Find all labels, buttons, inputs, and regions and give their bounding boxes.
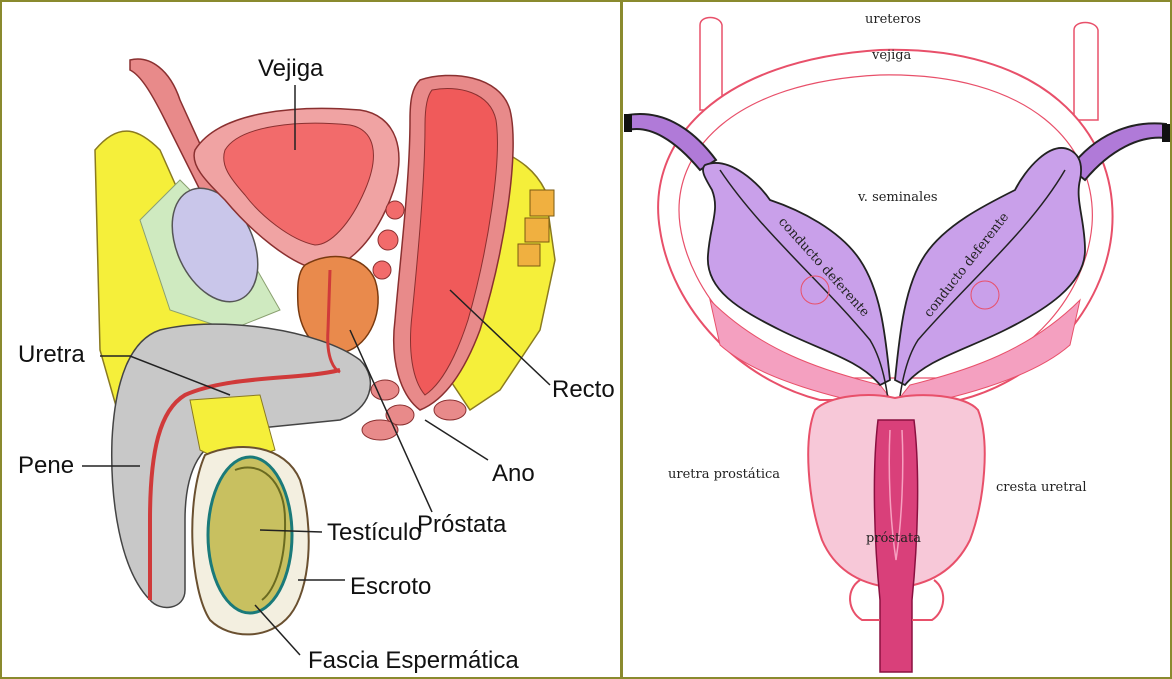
sphincter-1 [371,380,399,400]
label-vejiga: Vejiga [258,55,324,82]
label-testiculo: Testículo [327,519,422,546]
label-uretra-prostatica: uretra prostática [668,467,780,482]
vesicle-dot-3 [373,261,391,279]
vesicle-dot-2 [378,230,398,250]
leader-ano [425,420,488,460]
vertebra-1 [530,190,554,216]
label-pene: Pene [18,452,74,479]
right-posterior-diagram: ureteros vejiga v. seminales conducto de… [624,12,1170,672]
label-ano: Ano [492,460,535,487]
left-sagittal-diagram: Vejiga Uretra Recto Pene Ano Testículo P… [18,55,615,674]
testis [208,457,292,613]
vesicle-dot-1 [386,201,404,219]
vertebra-3 [518,244,540,266]
label-recto: Recto [552,376,615,403]
label-cresta-uretral: cresta uretral [996,480,1087,495]
label-uretra: Uretra [18,341,85,368]
vas-cap-right [1162,124,1170,142]
ureter-right [1074,23,1098,121]
label-vejiga-right: vejiga [871,48,912,63]
label-escroto: Escroto [350,573,431,600]
label-fascia: Fascia Espermática [308,647,519,674]
label-prostata-right: próstata [866,531,921,546]
sphincter-3 [434,400,466,420]
label-ureteros: ureteros [865,12,921,27]
label-vesiculas: v. seminales [857,190,938,205]
urethra-right [874,420,917,672]
label-prostata: Próstata [417,511,507,538]
ureter-left [700,18,722,111]
vertebra-2 [525,218,549,242]
vas-cap-left [624,114,632,132]
